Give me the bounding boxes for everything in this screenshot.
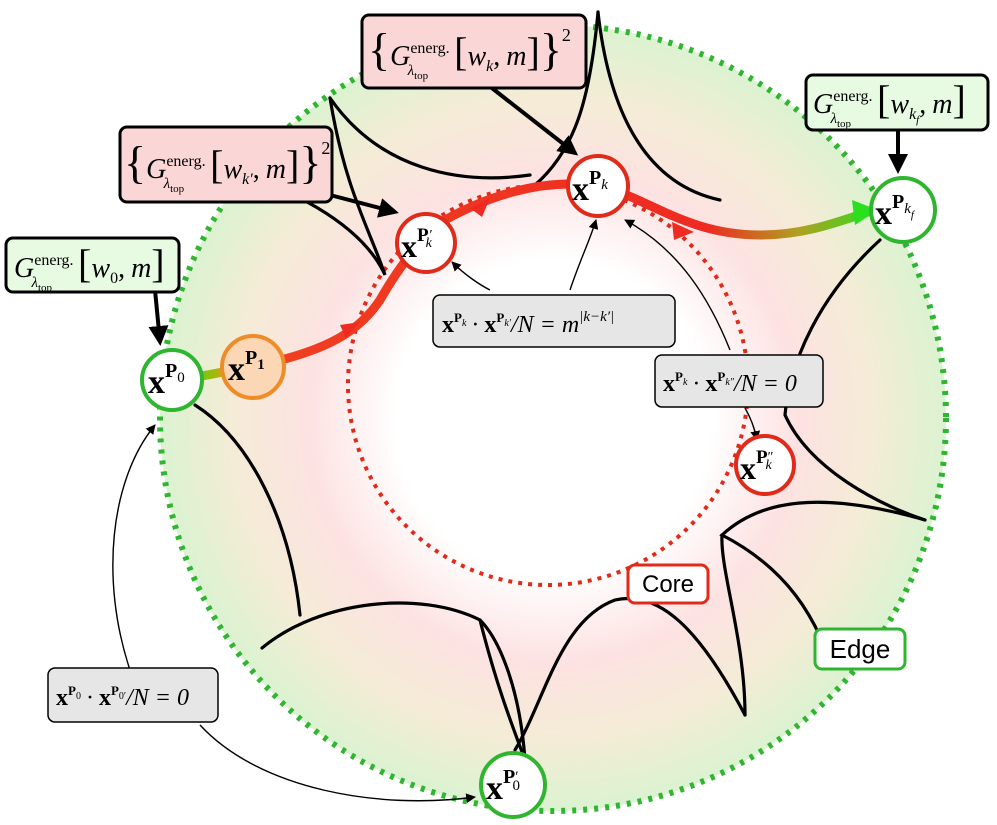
arrow-to-xpkprime <box>451 261 491 291</box>
box-overlap-0-0prime-frame <box>47 667 219 723</box>
node-xp1-label: xP1 <box>228 347 265 388</box>
node-xp0-circle <box>140 348 204 412</box>
barrier-curve <box>720 533 747 717</box>
arrow-to-xpk-2 <box>624 219 731 351</box>
box-g-wkprime-squared: {Generg.λtop[wk′,m]}2 <box>118 125 334 204</box>
arrow-to-xpk <box>569 219 599 291</box>
node-xpk-prime-label: xP′k <box>401 225 433 264</box>
node-xp0-prime-circle <box>479 751 547 819</box>
barrier-curve <box>260 601 527 762</box>
node-xpk-dprime-label: xP″k <box>740 447 774 486</box>
arrow-to-xp0 <box>112 424 156 671</box>
box-g-wkprime-squared-frame <box>118 125 334 204</box>
box-g-wk-squared-formula: {Generg.λtop[wk,m]}2 <box>368 24 571 82</box>
arrow-g-w0 <box>148 289 169 346</box>
path-main-segment <box>255 179 873 370</box>
node-xpk-circle <box>566 154 630 218</box>
box-g-w0-formula: Generg.λtop[w0,m] <box>14 241 165 294</box>
box-g-wk-squared: {Generg.λtop[wk,m]}2 <box>360 13 588 90</box>
node-xp0-prime: xP′0 <box>479 751 547 819</box>
node-xp1-circle <box>220 334 286 400</box>
barrier-curve <box>783 238 927 522</box>
node-xpk: xPk <box>566 154 630 218</box>
box-g-w0: Generg.λtop[w0,m] <box>4 236 181 294</box>
box-overlap-k-kdprime-formula: xPk·xPk″/N = 0 <box>663 369 797 397</box>
arrow-g-wk <box>486 83 579 156</box>
node-xpkf: xPkf <box>869 176 937 244</box>
box-g-wkf-frame <box>804 73 990 132</box>
edge-label-text: Edge <box>830 634 891 664</box>
edge-region-disk <box>160 25 946 811</box>
arrow-to-xp0prime <box>199 724 476 804</box>
box-overlap-k-kdprime-frame <box>654 354 824 408</box>
node-xp1: xP1 <box>220 334 286 400</box>
core-label-box <box>626 563 710 605</box>
node-xpkf-label: xPkf <box>875 191 916 232</box>
node-xpk-prime-circle <box>395 212 457 274</box>
node-xpk-label: xPk <box>572 167 608 208</box>
box-g-wk-squared-frame <box>360 13 588 90</box>
node-xpk-dprime-circle <box>734 434 796 496</box>
box-overlap-0-0prime: xP0·xP0′/N = 0 <box>47 667 219 723</box>
core-label-text: Core <box>642 571 694 598</box>
node-xp0-label: xP0 <box>148 360 185 401</box>
node-xpkf-circle <box>869 176 937 244</box>
box-g-wkprime-squared-formula: {Generg.λtop[wk′,m]}2 <box>124 137 330 195</box>
barrier-curve <box>478 618 527 762</box>
path-arrowhead <box>852 200 878 225</box>
barrier-curve <box>533 10 600 187</box>
box-overlap-k-kprime-formula: xPk·xPk′/N = m|k−k′| <box>442 309 614 338</box>
barrier-curve <box>193 403 302 617</box>
box-overlap-k-kdprime: xPk·xPk″/N = 0 <box>654 354 824 408</box>
barrier-curve <box>513 597 747 752</box>
box-g-wkf-formula: Generg.λtop[wkf,m] <box>813 77 966 130</box>
barrier-curve <box>328 96 532 180</box>
box-overlap-0-0prime-formula: xP0·xP0′/N = 0 <box>56 683 189 711</box>
core-label: Core <box>626 563 710 605</box>
path-arrowhead <box>672 222 694 240</box>
edge-label: Edge <box>813 627 907 671</box>
box-overlap-k-kprime-frame <box>432 294 676 348</box>
barrier-curve <box>596 10 722 202</box>
arrow-g-wkprime <box>329 193 399 218</box>
node-xp0-prime-label: xP′0 <box>486 766 520 807</box>
box-g-w0-frame <box>4 236 181 294</box>
path-arrowhead <box>470 198 490 217</box>
edge-label-box <box>813 627 907 671</box>
box-overlap-k-kprime: xPk·xPk′/N = m|k−k′| <box>432 294 676 348</box>
node-xpk-dprime: xP″k <box>734 434 796 496</box>
box-g-wkf: Generg.λtop[wkf,m] <box>804 73 990 132</box>
box-pointer-arrows <box>148 83 908 346</box>
node-xp0: xP0 <box>140 348 204 412</box>
node-xpk-prime: xP′k <box>395 212 457 274</box>
path-arrowhead <box>340 322 360 338</box>
